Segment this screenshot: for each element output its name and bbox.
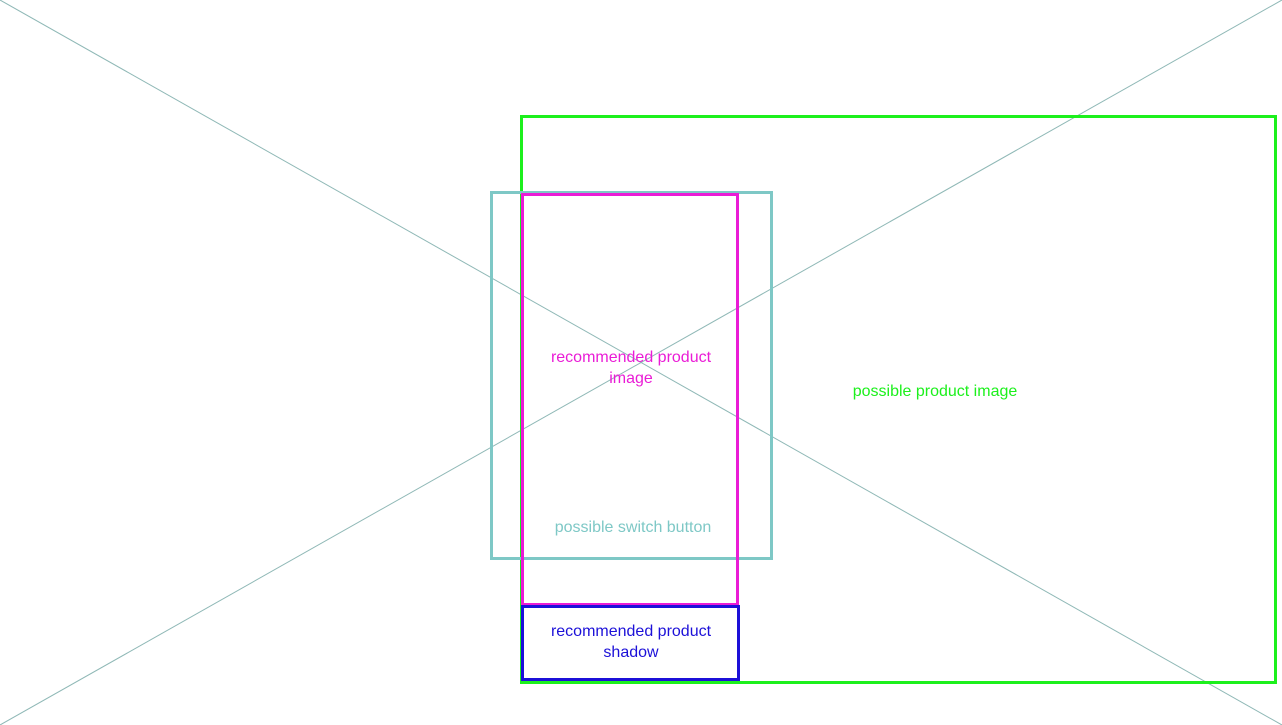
recommended-product-image-region — [521, 193, 739, 606]
possible-switch-button-label: possible switch button — [554, 519, 712, 536]
possible-switch-button-region — [490, 191, 773, 560]
recommended-product-shadow-label: recommended product shadow — [550, 623, 712, 661]
possible-product-image-label: possible product image — [852, 383, 1018, 400]
recommended-product-image-label: recommended product image — [550, 349, 712, 387]
recommended-product-shadow-region — [521, 605, 740, 681]
